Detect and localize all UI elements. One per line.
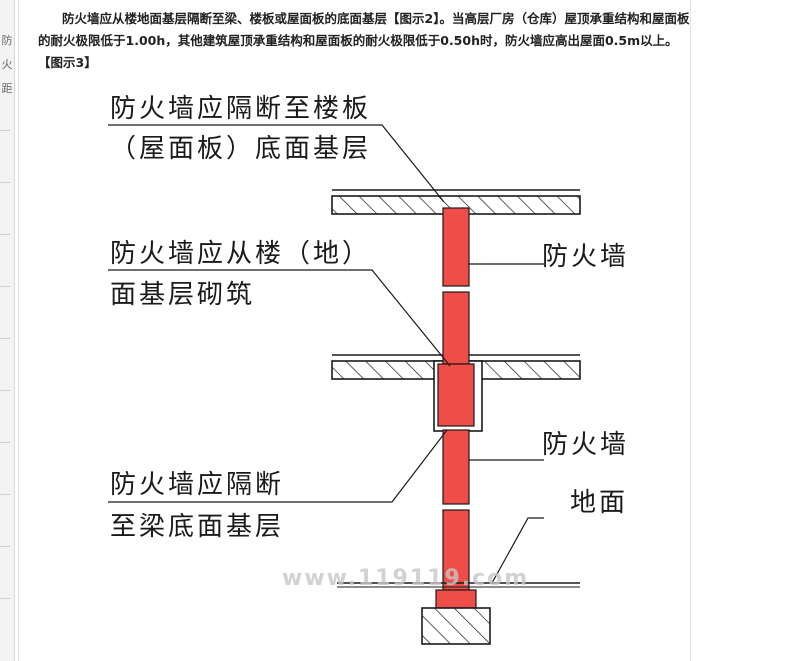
label-bottom-line2: 至梁底面基层 bbox=[110, 512, 285, 542]
leader-ground bbox=[491, 517, 544, 584]
sidebar-divider bbox=[0, 234, 10, 235]
left-sidebar: 防 火 距 bbox=[0, 0, 15, 661]
label-firewall-upper: 防火墙 bbox=[542, 242, 630, 272]
firewall-diagram: 防火墙应隔断至楼板 （屋面板）底面基层 防火墙应从楼（地） 面基层砌筑 防火墙 … bbox=[82, 78, 682, 661]
article-content: 防火墙应从楼地面基层隔断至梁、楼板或屋面板的底面基层【图示2】。当高层厂房（仓库… bbox=[22, 0, 806, 661]
firewall-upper-a bbox=[442, 207, 470, 287]
sidebar-char: 距 bbox=[1, 82, 13, 95]
sidebar-scroll-edge bbox=[18, 0, 19, 661]
sidebar-divider bbox=[0, 598, 10, 599]
firewall-upper-b bbox=[442, 291, 470, 365]
label-ground: 地面 bbox=[570, 488, 629, 518]
firewall-base bbox=[435, 589, 477, 609]
sidebar-divider bbox=[0, 546, 10, 547]
firewall-lower-a bbox=[442, 429, 470, 505]
figure-caption: 【图示3】 bbox=[38, 55, 97, 70]
top-slab bbox=[331, 189, 581, 215]
sidebar-divider bbox=[0, 390, 10, 391]
sidebar-divider bbox=[0, 338, 10, 339]
paragraph-text: 防火墙应从楼地面基层隔断至梁、楼板或屋面板的底面基层【图示2】。当高层厂房（仓库… bbox=[38, 11, 690, 48]
leader-top bbox=[108, 124, 445, 203]
sidebar-char: 防 bbox=[1, 34, 13, 47]
firewall-lower-b bbox=[442, 509, 470, 591]
watermark-text: www.119119.com bbox=[282, 566, 530, 591]
leader-bottom bbox=[108, 429, 448, 503]
sidebar-divider bbox=[0, 286, 10, 287]
sidebar-divider bbox=[0, 442, 10, 443]
label-top-line1: 防火墙应隔断至楼板 bbox=[110, 94, 372, 124]
sidebar-divider bbox=[0, 130, 10, 131]
label-bottom-line1: 防火墙应隔断 bbox=[110, 470, 285, 500]
label-mid-line2: 面基层砌筑 bbox=[110, 280, 256, 310]
article-paragraph: 防火墙应从楼地面基层隔断至梁、楼板或屋面板的底面基层【图示2】。当高层厂房（仓库… bbox=[38, 8, 698, 52]
firewall-diagram-svg bbox=[108, 124, 581, 645]
label-mid-line1: 防火墙应从楼（地） bbox=[110, 239, 372, 269]
sidebar-char: 火 bbox=[1, 58, 13, 71]
firewall-beam-block bbox=[437, 363, 475, 427]
sidebar-divider bbox=[0, 494, 10, 495]
label-firewall-lower: 防火墙 bbox=[542, 430, 630, 460]
content-right-border bbox=[690, 0, 691, 661]
label-top-line2: （屋面板）底面基层 bbox=[110, 134, 372, 164]
sidebar-divider bbox=[0, 182, 10, 183]
leader-mid bbox=[108, 269, 451, 367]
foundation-hatch bbox=[422, 608, 490, 644]
